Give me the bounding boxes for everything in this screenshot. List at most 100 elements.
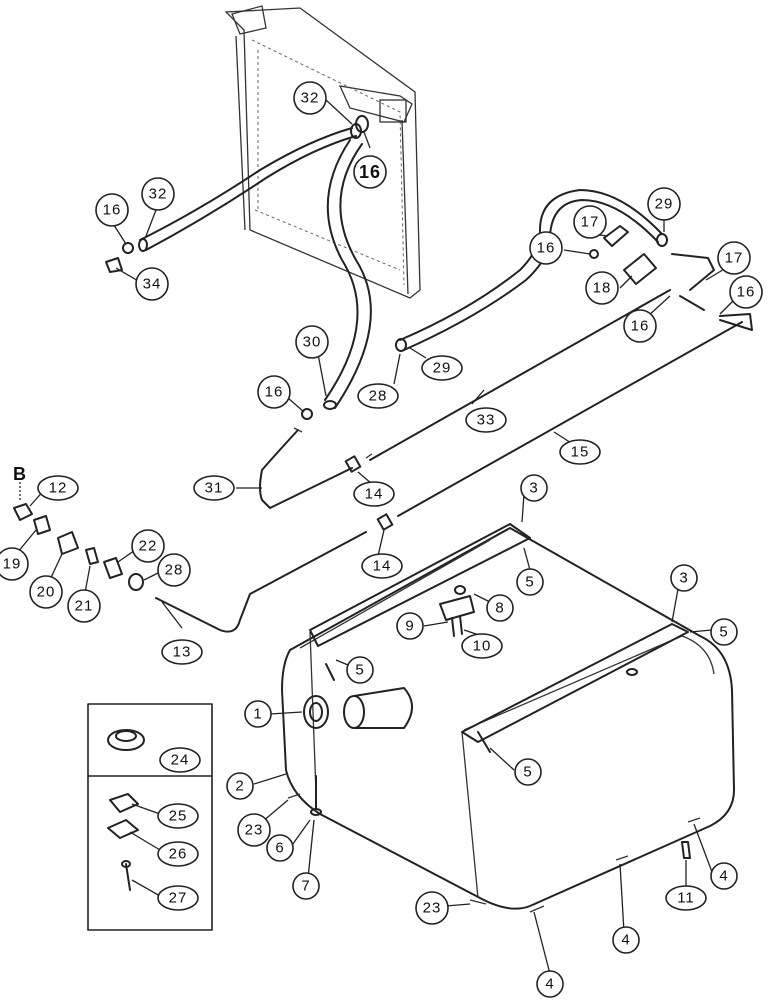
fitting-34 xyxy=(105,257,123,273)
callout-32: 32 xyxy=(293,81,327,115)
callout-22: 22 xyxy=(131,529,165,563)
callout-number: 34 xyxy=(143,276,162,293)
callout-10: 10 xyxy=(461,633,503,659)
callout-number: 5 xyxy=(523,764,532,781)
fitting-22 xyxy=(103,557,123,579)
callout-number: 3 xyxy=(529,480,538,497)
callout-4: 4 xyxy=(536,970,564,998)
callout-number: 7 xyxy=(301,878,310,895)
callout-bubble xyxy=(157,803,199,829)
callout-29: 29 xyxy=(647,187,681,221)
callout-14: 14 xyxy=(361,553,403,579)
callout-8: 8 xyxy=(486,594,514,622)
callout-number: 17 xyxy=(581,214,600,231)
callout-2: 2 xyxy=(226,772,254,800)
line-31 xyxy=(259,427,353,509)
callout-number: 18 xyxy=(593,280,612,297)
callout-26: 26 xyxy=(157,841,199,867)
line-33 xyxy=(365,289,671,461)
callout-bubble xyxy=(37,475,79,501)
callout-16: 16 xyxy=(729,275,763,309)
callout-17: 17 xyxy=(573,205,607,239)
line-13 xyxy=(155,531,367,633)
hose-30 xyxy=(323,139,372,410)
hose-32 xyxy=(138,123,362,252)
callout-number: 28 xyxy=(369,388,388,405)
bolt-11 xyxy=(681,841,691,859)
callout-number: 22 xyxy=(139,538,158,555)
callout-34: 34 xyxy=(135,267,169,301)
callout-23: 23 xyxy=(237,813,271,847)
callout-bubble xyxy=(257,375,291,409)
callout-number: 16 xyxy=(537,240,556,257)
callout-16: 16 xyxy=(623,309,657,343)
callout-17: 17 xyxy=(717,241,751,275)
callout-25: 25 xyxy=(157,803,199,829)
callout-number: 28 xyxy=(165,562,184,579)
callout-bubble xyxy=(536,970,564,998)
callout-number: 24 xyxy=(171,752,190,769)
callout-bubble xyxy=(710,618,738,646)
callout-bubble xyxy=(415,891,449,925)
callout-bubble xyxy=(157,553,191,587)
callout-bubble xyxy=(421,355,463,381)
radiator-outline xyxy=(224,5,421,299)
callout-number: 11 xyxy=(677,890,695,907)
callout-number: 17 xyxy=(725,250,744,267)
callout-number: 15 xyxy=(571,444,590,461)
callout-1: 1 xyxy=(244,700,272,728)
callout-number: 13 xyxy=(173,644,192,661)
callout-bubble xyxy=(573,205,607,239)
callout-number: 12 xyxy=(49,480,68,497)
callout-4: 4 xyxy=(710,862,738,890)
callout-24: 24 xyxy=(159,747,201,773)
connector-14 xyxy=(344,455,394,531)
callout-number: 3 xyxy=(679,570,688,587)
callout-number: 23 xyxy=(245,822,264,839)
callout-number: 8 xyxy=(495,600,504,617)
callout-7: 7 xyxy=(292,872,320,900)
callout-9: 9 xyxy=(396,612,424,640)
callout-5: 5 xyxy=(710,618,738,646)
callout-18: 18 xyxy=(585,271,619,305)
callout-11: 11 xyxy=(665,885,707,911)
callout-number: 10 xyxy=(473,638,492,655)
callout-bubble xyxy=(461,633,503,659)
callout-number: 4 xyxy=(621,932,630,949)
callout-bubble xyxy=(135,267,169,301)
callout-4: 4 xyxy=(612,926,640,954)
callout-number: 5 xyxy=(355,662,364,679)
callout-number: 29 xyxy=(433,360,452,377)
washer-28 xyxy=(128,573,144,591)
callout-bubble xyxy=(157,885,199,911)
callout-bubble xyxy=(131,529,165,563)
callout-33: 33 xyxy=(465,407,507,433)
callout-bubble xyxy=(514,758,542,786)
callout-bubble xyxy=(353,481,395,507)
callout-number: 16 xyxy=(631,318,650,335)
callout-23: 23 xyxy=(415,891,449,925)
callout-bubble xyxy=(193,475,235,501)
callout-bubble xyxy=(295,325,329,359)
reference-letter-b: B xyxy=(13,464,27,484)
callout-27: 27 xyxy=(157,885,199,911)
callout-13: 13 xyxy=(161,639,203,665)
callout-19: 19 xyxy=(0,547,29,581)
callout-number: 25 xyxy=(169,808,188,825)
callout-21: 21 xyxy=(67,589,101,623)
callout-bubble xyxy=(293,81,327,115)
callout-bubble xyxy=(353,155,387,189)
callout-number: 14 xyxy=(373,558,392,575)
callout-number: 21 xyxy=(75,598,94,615)
callout-number: 1 xyxy=(253,706,262,723)
callout-5: 5 xyxy=(516,568,544,596)
callout-bubble xyxy=(244,700,272,728)
callout-bubble xyxy=(361,553,403,579)
callout-14: 14 xyxy=(353,481,395,507)
callout-bubble xyxy=(717,241,751,275)
callout-bubble xyxy=(226,772,254,800)
callout-number: 4 xyxy=(545,976,554,993)
fitting-20 xyxy=(57,531,79,555)
callout-16: 16 xyxy=(95,193,129,227)
